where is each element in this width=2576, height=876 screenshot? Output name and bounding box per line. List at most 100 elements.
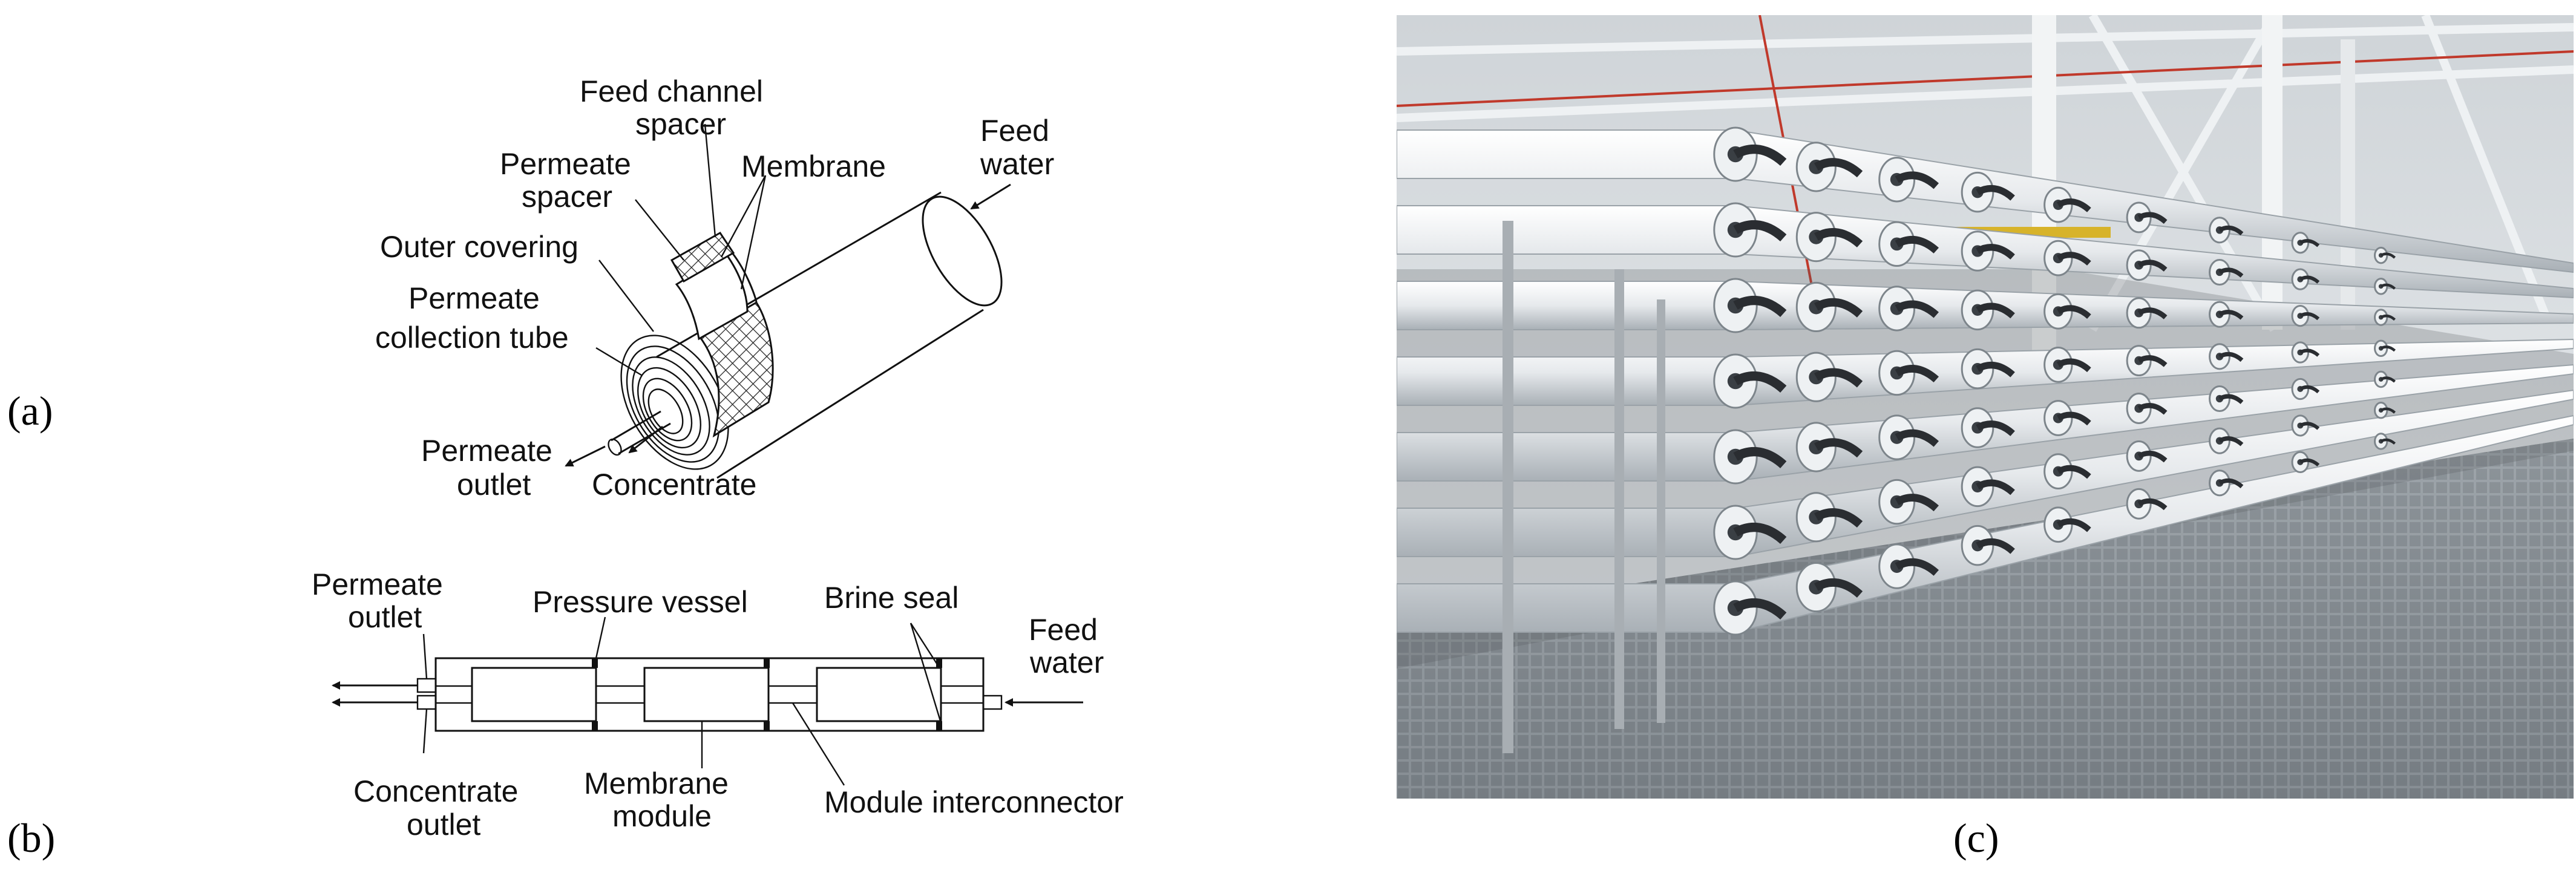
brine-seals [592,658,942,731]
leader-membrane-1 [720,175,767,258]
hose [2218,225,2244,236]
hose [2137,260,2168,272]
panel-b: (b) [7,567,1124,861]
hose [1733,446,1787,469]
leader-permeate-tube [595,347,642,376]
hose [2218,436,2244,446]
hose [2056,465,2091,479]
hose [2137,450,2168,463]
hose [1976,185,2015,201]
leader-pressure-vessel [595,616,606,659]
hose [2137,498,2168,511]
membrane-module-2 [643,667,770,722]
hose [1733,144,1787,166]
hose [2299,422,2320,430]
leader-permeate-outlet-b [422,633,428,679]
label-permeate-tube-1: Permeate [408,281,540,315]
hose [2299,385,2320,394]
hose [2380,438,2396,445]
hose [1895,494,1939,512]
right-adaptor [940,685,985,704]
left-port-upper [416,678,437,693]
hose [2380,376,2396,383]
label-b-brine-seal: Brine seal [824,581,959,615]
leader-outer-covering [598,260,654,332]
hose [1976,302,2015,319]
label-feed-water-2: water [980,147,1054,181]
hose [1895,236,1939,254]
hose [2299,312,2320,321]
hose [2137,212,2168,224]
membrane-module-1 [471,667,597,722]
hose [2380,314,2396,321]
label-permeate-spacer-2: spacer [522,180,612,214]
rack-frame [1503,221,1665,753]
label-b-concentrate-outlet-1: Concentrate [353,774,518,808]
hose [1814,158,1863,178]
hose [1976,479,2015,495]
hose [2218,310,2244,320]
hose [1895,365,1939,383]
label-b-feed-water-2: water [1029,646,1104,679]
hose [2218,267,2244,278]
label-feed-water-1: Feed [980,114,1049,148]
hose [1976,244,2015,260]
hose [2056,518,2091,532]
left-adaptor [434,685,473,704]
feed-water-arrow [970,183,1011,210]
feed-spacer-leaf [670,232,735,283]
hose [2137,355,2168,367]
interconnector-1 [595,685,646,704]
interconnector-2 [767,685,818,704]
hose [2137,307,2168,319]
hose [1895,429,1939,447]
label-b-permeate-outlet-1: Permeate [312,567,443,601]
panel-a: (a) [7,74,1054,502]
hose [2218,351,2244,362]
hose [2299,348,2320,357]
label-outer-covering: Outer covering [380,230,578,264]
label-permeate-spacer-1: Permeate [500,147,631,181]
leader-feed-channel-spacer [704,123,716,238]
label-concentrate: Concentrate [592,468,756,502]
hose [1814,368,1863,388]
hose [1814,508,1863,528]
leader-concentrate-outlet-b [422,708,428,754]
label-feed-channel-spacer-1: Feed channel [580,74,763,108]
label-b-membrane-module-2: module [612,799,712,833]
label-permeate-tube-2: collection tube [375,321,569,355]
hose [1895,300,1939,318]
hose [1976,538,2015,554]
concentrate-arrow [628,425,663,454]
permeate-tube [608,410,671,456]
leader-membrane-2 [740,175,767,290]
panel-a-letter: (a) [7,388,53,434]
hose [1814,298,1863,318]
label-b-feed-water-1: Feed [1029,613,1098,647]
leader-brine-seal-1 [909,623,939,666]
hose [2380,252,2396,259]
hose [2056,411,2091,426]
permeate-outlet-arrow [565,445,606,467]
pressure-vessel [434,657,985,732]
hose [1733,220,1787,242]
pressure-vessel-drawing [332,616,1083,786]
hose [2380,283,2396,290]
hose [1976,361,2015,378]
leader-brine-seal-2 [909,623,942,724]
hose [2056,198,2091,212]
hose [1814,578,1863,598]
hose [1733,598,1787,620]
label-b-membrane-module-1: Membrane [584,766,729,800]
hose [2056,358,2091,373]
hose [2299,458,2320,467]
hose [1814,438,1863,458]
leader-module-interconnector [791,702,845,786]
mesh-cutaway [697,301,774,438]
hose [2056,305,2091,319]
right-port [982,695,1003,710]
hose [2218,394,2244,404]
hose [2218,478,2244,489]
hose [2299,275,2320,284]
hose [2137,403,2168,415]
